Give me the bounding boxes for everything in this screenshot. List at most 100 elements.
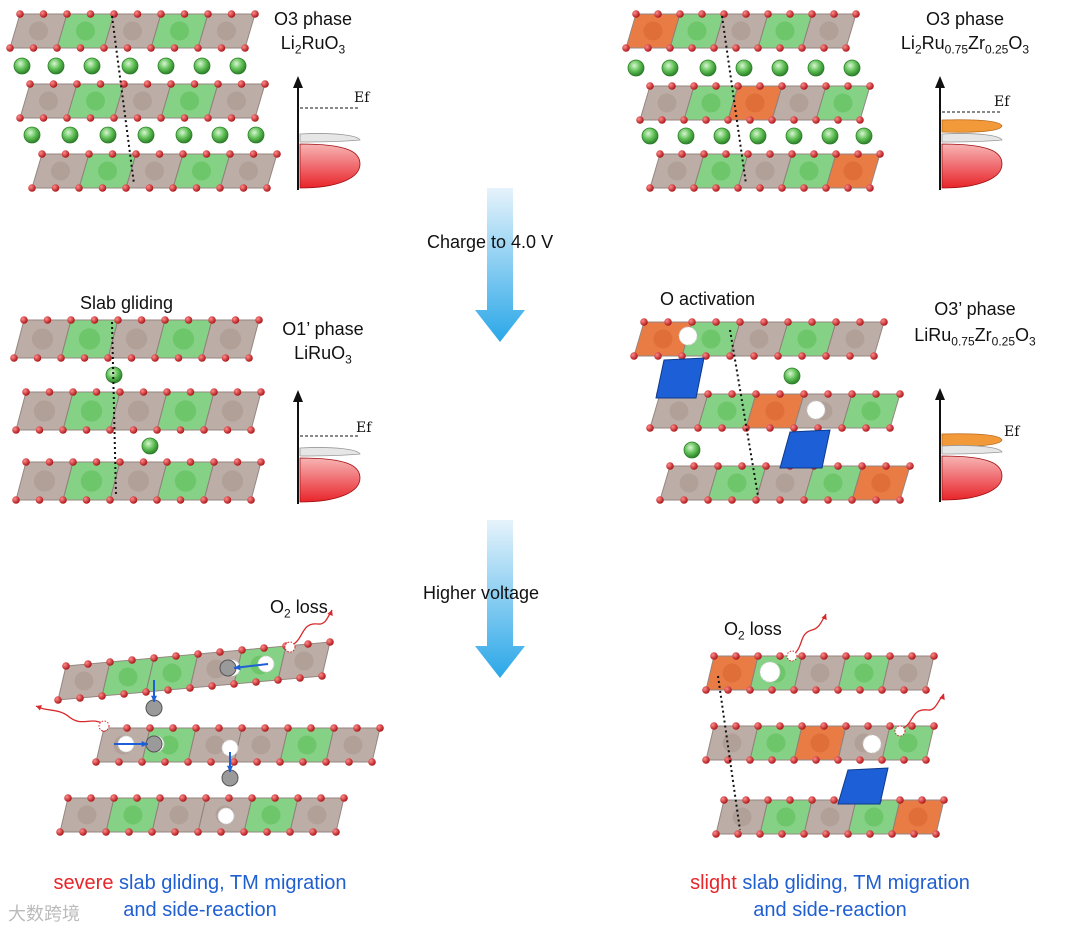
- oxygen-atom: [150, 654, 158, 662]
- oxygen-atom: [720, 10, 728, 18]
- grey-band: [299, 133, 361, 143]
- oxygen-atom: [878, 756, 886, 764]
- oxygen-atom: [138, 758, 146, 766]
- central-atom: [219, 328, 242, 350]
- oxygen-atom: [774, 352, 782, 360]
- oxygen-atom: [132, 150, 140, 158]
- oxygen-atom: [790, 424, 798, 432]
- oxygen-atom: [237, 80, 246, 88]
- oxygen-atom: [84, 660, 92, 668]
- oxygen-atom: [776, 722, 784, 730]
- central-atom: [810, 733, 830, 753]
- oxygen-atom: [656, 150, 664, 158]
- oxygen-atom: [930, 722, 938, 730]
- oxygen-atom: [808, 10, 816, 18]
- oxygen-atom: [844, 830, 852, 838]
- oxygen-atom: [214, 80, 222, 88]
- oxygen-atom: [726, 352, 734, 360]
- oxygen-atom: [245, 354, 253, 362]
- central-atom: [38, 91, 59, 111]
- released-oxygen: [98, 720, 110, 732]
- oxygen-atom: [194, 44, 202, 52]
- oxygen-atom: [834, 462, 842, 470]
- central-atom: [205, 735, 225, 755]
- oxygen-atom: [330, 724, 338, 732]
- oxygen-atom: [273, 150, 281, 158]
- li-ion: [785, 127, 803, 145]
- central-atom: [657, 93, 677, 113]
- oxygen-atom: [752, 496, 760, 504]
- oxygen-atom: [870, 352, 878, 360]
- oxygen-atom: [210, 458, 218, 466]
- oxygen-atom: [110, 10, 118, 18]
- oxygen-atom: [824, 390, 832, 398]
- oxygen-atom: [86, 10, 95, 18]
- oxygen-atom: [872, 390, 880, 398]
- oxygen-atom: [714, 462, 722, 470]
- migration-arrow-head: [234, 664, 241, 671]
- oxygen-atom: [63, 10, 71, 18]
- stacking-guide-line: [717, 675, 741, 831]
- oxygen-atom: [764, 10, 772, 18]
- oxygen-atom: [932, 830, 940, 838]
- oxygen-atom: [784, 318, 792, 326]
- oxygen-atom: [800, 184, 808, 192]
- oxygen-atom: [820, 44, 828, 52]
- oxygen-atom: [172, 652, 180, 660]
- central-atom: [789, 93, 809, 113]
- central-atom: [823, 473, 843, 493]
- li-ion: [821, 127, 839, 145]
- oxygen-atom: [26, 80, 34, 88]
- oxygen-atom: [326, 638, 334, 646]
- ru-o-hybrid-band: [941, 119, 1003, 133]
- oxygen-atom: [294, 794, 302, 802]
- vacancy: [217, 807, 235, 825]
- central-atom: [191, 161, 212, 181]
- oxygen-atom: [153, 426, 161, 434]
- oxygen-atom: [194, 828, 202, 836]
- oxygen-atom: [702, 116, 710, 124]
- li-ion: [247, 126, 265, 144]
- oxygen-atom: [844, 184, 852, 192]
- oxygen-atom: [886, 424, 894, 432]
- oxygen-atom: [664, 318, 672, 326]
- oxygen-atom: [133, 794, 141, 802]
- oxygen-atom: [776, 652, 784, 660]
- oxygen-atom: [646, 184, 654, 192]
- li-ion: [771, 59, 789, 77]
- li-ion: [735, 59, 753, 77]
- oxygen-atom: [632, 10, 640, 18]
- central-atom: [85, 91, 106, 111]
- oxygen-atom: [858, 462, 866, 470]
- oxygen-atom: [304, 640, 312, 648]
- central-atom: [854, 663, 874, 683]
- oxygen-atom: [798, 722, 806, 730]
- oxygen-atom: [896, 496, 904, 504]
- oxygen-atom: [171, 828, 179, 836]
- oxygen-atom: [79, 828, 87, 836]
- oxygen-atom: [712, 184, 720, 192]
- oxygen-atom: [123, 44, 132, 52]
- oxygen-atom: [129, 496, 138, 504]
- oxygen-atom: [690, 184, 698, 192]
- oxygen-atom: [115, 758, 123, 766]
- oxygen-atom: [712, 830, 720, 838]
- oxygen-atom: [866, 830, 874, 838]
- central-atom: [174, 470, 197, 492]
- oxygen-atom: [227, 10, 236, 18]
- oxygen-atom: [728, 496, 736, 504]
- oxygen-atom: [754, 44, 762, 52]
- oxygen-atom: [67, 316, 75, 324]
- oxygen-atom: [798, 352, 806, 360]
- oxygen-atom: [678, 150, 686, 158]
- central-atom: [169, 21, 190, 41]
- oxygen-atom: [778, 184, 786, 192]
- oxygen-atom: [834, 686, 842, 694]
- oxygen-atom: [90, 316, 99, 324]
- oxygen-atom: [676, 10, 684, 18]
- oxygen-atom: [35, 496, 44, 504]
- central-atom: [701, 329, 721, 349]
- oxygen-atom: [45, 388, 54, 396]
- oxygen-atom: [202, 794, 210, 802]
